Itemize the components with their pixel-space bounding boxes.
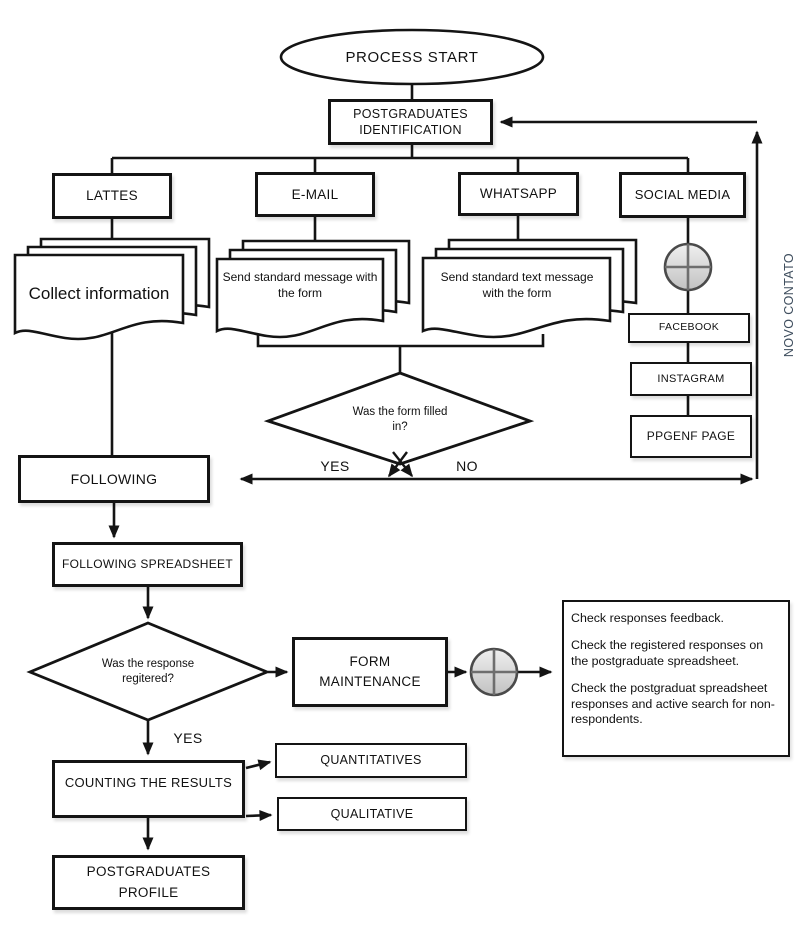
lower-flow-arrows (108, 503, 553, 851)
node-facebook: FACEBOOK (628, 313, 750, 343)
node-email: E-MAIL (255, 172, 375, 217)
node-postgraduates-identification: POSTGRADUATES IDENTIFICATION (328, 99, 493, 145)
edge-counting-qualitative (245, 809, 273, 821)
feedback-loop-lines (239, 116, 763, 485)
node-postgraduates-profile: POSTGRADUATES PROFILE (52, 855, 245, 910)
node-counting-results: COUNTING THE RESULTS (52, 760, 245, 818)
email-message-document (215, 239, 411, 339)
edge-counting-quantitatives (245, 759, 272, 771)
or-connector-social (663, 242, 713, 292)
node-form-maintenance: FORM MAINTENANCE (292, 637, 448, 707)
document-stacks (13, 237, 638, 341)
no-label-form: NO (456, 457, 478, 474)
node-social-media: SOCIAL MEDIA (619, 172, 746, 218)
decision-response-label: Was the response regitered? (101, 658, 195, 685)
node-instagram: INSTAGRAM (630, 362, 752, 396)
or-connector-maintenance (469, 647, 519, 697)
note-item: Check responses feedback. (571, 611, 724, 625)
collect-information-label: Collect information (28, 284, 170, 304)
node-ppgenf-page: PPGENF PAGE (630, 415, 752, 458)
yes-label-form: YES (320, 457, 350, 474)
node-whatsapp: WHATSAPP (458, 172, 579, 216)
whatsapp-message-document (421, 238, 638, 339)
node-lattes: LATTES (52, 173, 172, 219)
node-following: FOLLOWING (18, 455, 210, 503)
whatsapp-doc-label: Send standard text message with the form (440, 270, 594, 300)
process-start-label: PROCESS START (345, 49, 479, 67)
notes-box: Check responses feedback. Check the regi… (562, 600, 790, 757)
note-item: Check the postgraduat spreadsheet respon… (571, 680, 775, 727)
process-start-ellipse (279, 28, 545, 86)
connector-lines (110, 84, 690, 455)
collect-information-document (13, 237, 211, 341)
node-quantitatives: QUANTITATIVES (275, 743, 467, 778)
email-doc-label: Send standard message with the form (222, 270, 378, 300)
node-following-spreadsheet: FOLLOWING SPREADSHEET (52, 542, 243, 587)
diamond-exit-arrows (388, 451, 413, 478)
decision-form-filled-label: Was the form filled in? (352, 406, 448, 433)
novo-contato-label: NOVO CONTATO (782, 252, 796, 358)
note-item: Check the registered responses on the po… (571, 637, 764, 668)
node-qualitative: QUALITATIVE (277, 797, 467, 831)
yes-label-response: YES (173, 729, 203, 746)
